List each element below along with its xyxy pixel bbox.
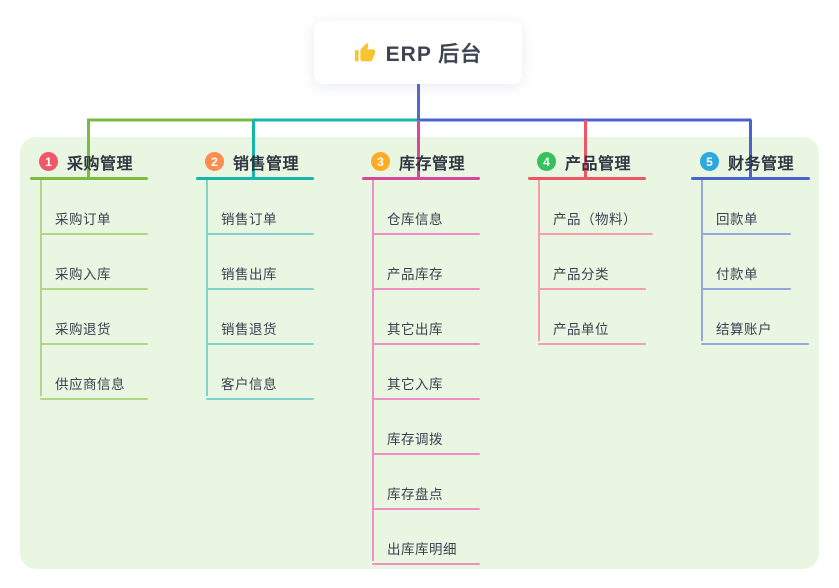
child-underline — [40, 288, 148, 290]
branch-underline — [362, 177, 480, 180]
branch-title: 财务管理 — [728, 155, 795, 173]
branch-purchase: 1 采购管理 采购订单 采购入库 采购退货 供应商信息 — [30, 146, 170, 400]
branch-purchase-header[interactable]: 1 采购管理 — [30, 146, 170, 177]
child-node-label: 库存盘点 — [387, 487, 443, 502]
branch-inventory-header[interactable]: 3 库存管理 — [362, 146, 502, 177]
child-underline — [372, 398, 480, 400]
branch-children: 产品（物料） 产品分类 产品单位 — [528, 180, 668, 345]
child-underline — [40, 233, 148, 235]
child-node[interactable]: 采购入库 — [30, 235, 162, 290]
branch-number-badge: 5 — [700, 152, 719, 171]
branch-title: 采购管理 — [67, 155, 134, 173]
child-node-label: 客户信息 — [221, 377, 277, 392]
child-node-label: 其它出库 — [387, 322, 443, 337]
branch-children: 销售订单 销售出库 销售退货 客户信息 — [196, 180, 336, 400]
child-node[interactable]: 销售退货 — [196, 290, 328, 345]
branch-product-header[interactable]: 4 产品管理 — [528, 146, 668, 177]
branch-sales: 2 销售管理 销售订单 销售出库 销售退货 客户信息 — [196, 146, 336, 400]
child-node-label: 销售出库 — [221, 267, 277, 282]
child-underline — [40, 398, 148, 400]
child-node[interactable]: 产品库存 — [362, 235, 494, 290]
child-node[interactable]: 其它出库 — [362, 290, 494, 345]
child-node[interactable]: 库存调拨 — [362, 400, 494, 455]
branch-inventory: 3 库存管理 仓库信息 产品库存 其它出库 其它入库 库存调拨 — [362, 146, 502, 565]
child-node-label: 供应商信息 — [55, 377, 125, 392]
child-node-label: 库存调拨 — [387, 432, 443, 447]
child-node-label: 销售退货 — [221, 322, 277, 337]
child-underline — [538, 233, 653, 235]
child-underline — [701, 343, 809, 345]
branch-underline — [528, 177, 646, 180]
child-node[interactable]: 结算账户 — [691, 290, 823, 345]
child-node-label: 出库库明细 — [387, 542, 457, 557]
child-node[interactable]: 回款单 — [691, 180, 823, 235]
child-node-label: 采购退货 — [55, 322, 111, 337]
child-node-label: 产品库存 — [387, 267, 443, 282]
child-node[interactable]: 采购退货 — [30, 290, 162, 345]
children-connector-line — [701, 180, 703, 341]
child-underline — [372, 453, 480, 455]
child-node-label: 结算账户 — [716, 322, 772, 337]
root-node-label: ERP 后台 — [385, 42, 483, 66]
child-underline — [372, 288, 480, 290]
thumbs-up-icon — [354, 42, 375, 61]
child-underline — [701, 288, 791, 290]
child-node[interactable]: 采购订单 — [30, 180, 162, 235]
branch-title: 销售管理 — [233, 155, 300, 173]
branch-number-badge: 3 — [371, 152, 390, 171]
child-node-label: 产品分类 — [553, 267, 609, 282]
child-underline — [206, 343, 314, 345]
child-node-label: 采购订单 — [55, 212, 111, 227]
branch-children: 回款单 付款单 结算账户 — [691, 180, 831, 345]
branch-finance-header[interactable]: 5 财务管理 — [691, 146, 831, 177]
child-node[interactable]: 产品分类 — [528, 235, 660, 290]
child-node[interactable]: 销售订单 — [196, 180, 328, 235]
branch-title: 库存管理 — [399, 155, 466, 173]
child-underline — [701, 233, 791, 235]
branch-finance: 5 财务管理 回款单 付款单 结算账户 — [691, 146, 831, 345]
child-underline — [372, 233, 480, 235]
branches-panel — [20, 137, 819, 569]
child-node-label: 产品（物料） — [553, 212, 637, 227]
child-node[interactable]: 仓库信息 — [362, 180, 494, 235]
branch-sales-header[interactable]: 2 销售管理 — [196, 146, 336, 177]
child-underline — [538, 343, 646, 345]
child-underline — [206, 288, 314, 290]
branch-number-badge: 2 — [205, 152, 224, 171]
child-underline — [372, 343, 480, 345]
child-node[interactable]: 库存盘点 — [362, 455, 494, 510]
child-node[interactable]: 产品（物料） — [528, 180, 660, 235]
child-node[interactable]: 付款单 — [691, 235, 823, 290]
child-node-label: 其它入库 — [387, 377, 443, 392]
child-underline — [206, 398, 314, 400]
children-connector-line — [538, 180, 540, 341]
child-node[interactable]: 供应商信息 — [30, 345, 162, 400]
branch-underline — [196, 177, 314, 180]
child-node[interactable]: 出库库明细 — [362, 510, 494, 565]
child-node[interactable]: 客户信息 — [196, 345, 328, 400]
child-underline — [372, 563, 480, 565]
child-node-label: 采购入库 — [55, 267, 111, 282]
child-underline — [40, 343, 148, 345]
child-node-label: 产品单位 — [553, 322, 609, 337]
branch-number-badge: 1 — [39, 152, 58, 171]
child-underline — [372, 508, 480, 510]
children-connector-line — [372, 180, 374, 561]
branch-product: 4 产品管理 产品（物料） 产品分类 产品单位 — [528, 146, 668, 345]
child-node[interactable]: 产品单位 — [528, 290, 660, 345]
branch-number-badge: 4 — [537, 152, 556, 171]
child-underline — [538, 288, 646, 290]
branch-children: 仓库信息 产品库存 其它出库 其它入库 库存调拨 库存盘点 — [362, 180, 502, 565]
child-node-label: 回款单 — [716, 212, 758, 227]
child-underline — [206, 233, 314, 235]
child-node-label: 仓库信息 — [387, 212, 443, 227]
branch-title: 产品管理 — [565, 155, 632, 173]
root-node[interactable]: ERP 后台 — [314, 21, 522, 84]
child-node-label: 付款单 — [716, 267, 758, 282]
child-node-label: 销售订单 — [221, 212, 277, 227]
child-node[interactable]: 其它入库 — [362, 345, 494, 400]
child-node[interactable]: 销售出库 — [196, 235, 328, 290]
branch-children: 采购订单 采购入库 采购退货 供应商信息 — [30, 180, 170, 400]
